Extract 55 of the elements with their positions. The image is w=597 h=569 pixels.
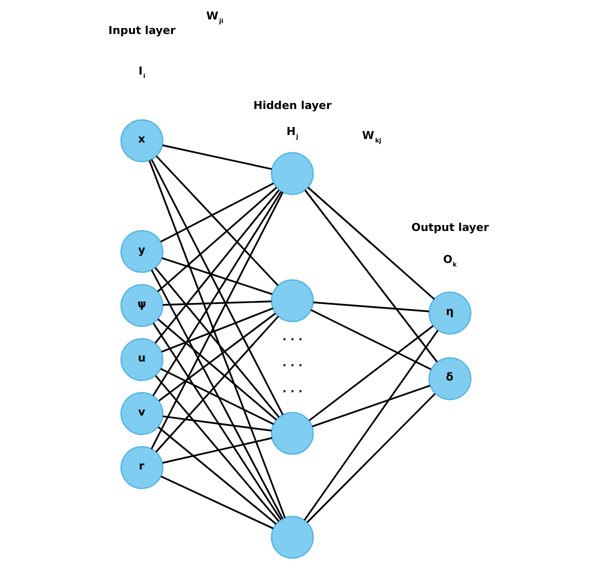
connector bbox=[313, 302, 429, 312]
label: Output layer bbox=[411, 220, 489, 234]
connector bbox=[154, 375, 280, 522]
connector bbox=[162, 300, 272, 306]
label: W$_{kj}$ bbox=[362, 129, 382, 145]
connector bbox=[162, 144, 272, 170]
connector bbox=[156, 156, 279, 286]
label: · · · bbox=[282, 358, 302, 372]
node-circle bbox=[270, 412, 314, 455]
node-circle: δ bbox=[428, 357, 472, 400]
connector bbox=[152, 322, 282, 520]
connector bbox=[310, 309, 432, 370]
connector bbox=[158, 312, 276, 402]
connector bbox=[162, 437, 272, 464]
connector bbox=[150, 270, 284, 520]
node-circle bbox=[270, 152, 314, 196]
connector bbox=[154, 189, 280, 344]
connector bbox=[307, 186, 435, 300]
label: Hidden layer bbox=[253, 99, 332, 112]
connector bbox=[150, 192, 284, 450]
node-circle: ψ bbox=[120, 284, 164, 328]
node-circle: η bbox=[428, 292, 472, 335]
connector bbox=[152, 191, 282, 396]
node-circle: r bbox=[120, 446, 164, 490]
connector bbox=[160, 182, 274, 243]
label: · · · bbox=[282, 384, 302, 398]
connector bbox=[155, 316, 279, 452]
connector bbox=[304, 330, 438, 521]
node-circle: v bbox=[120, 392, 164, 436]
connector bbox=[160, 368, 274, 425]
connector bbox=[157, 318, 277, 420]
node-circle: x bbox=[120, 119, 164, 162]
connector bbox=[158, 426, 277, 525]
label: O$_{k}$ bbox=[443, 252, 457, 268]
label: I$_{i}$ bbox=[138, 64, 146, 80]
connector bbox=[160, 476, 274, 530]
connector bbox=[162, 415, 272, 432]
node-circle: u bbox=[120, 338, 164, 382]
connector bbox=[304, 190, 438, 362]
label: Input layer bbox=[108, 24, 176, 37]
label: H$_{j}$ bbox=[286, 125, 298, 141]
node-circle: y bbox=[120, 230, 164, 274]
connector bbox=[157, 186, 278, 292]
connector bbox=[148, 160, 286, 518]
connector bbox=[312, 384, 430, 428]
connector bbox=[154, 267, 280, 418]
node-circle bbox=[270, 516, 314, 559]
connector bbox=[306, 393, 436, 523]
node-circle bbox=[270, 279, 314, 322]
connector bbox=[150, 159, 284, 416]
connector bbox=[308, 325, 434, 422]
label: · · · bbox=[282, 332, 302, 346]
label: W$_{ji}$ bbox=[206, 10, 224, 26]
connector bbox=[161, 308, 274, 353]
connector bbox=[162, 257, 273, 295]
